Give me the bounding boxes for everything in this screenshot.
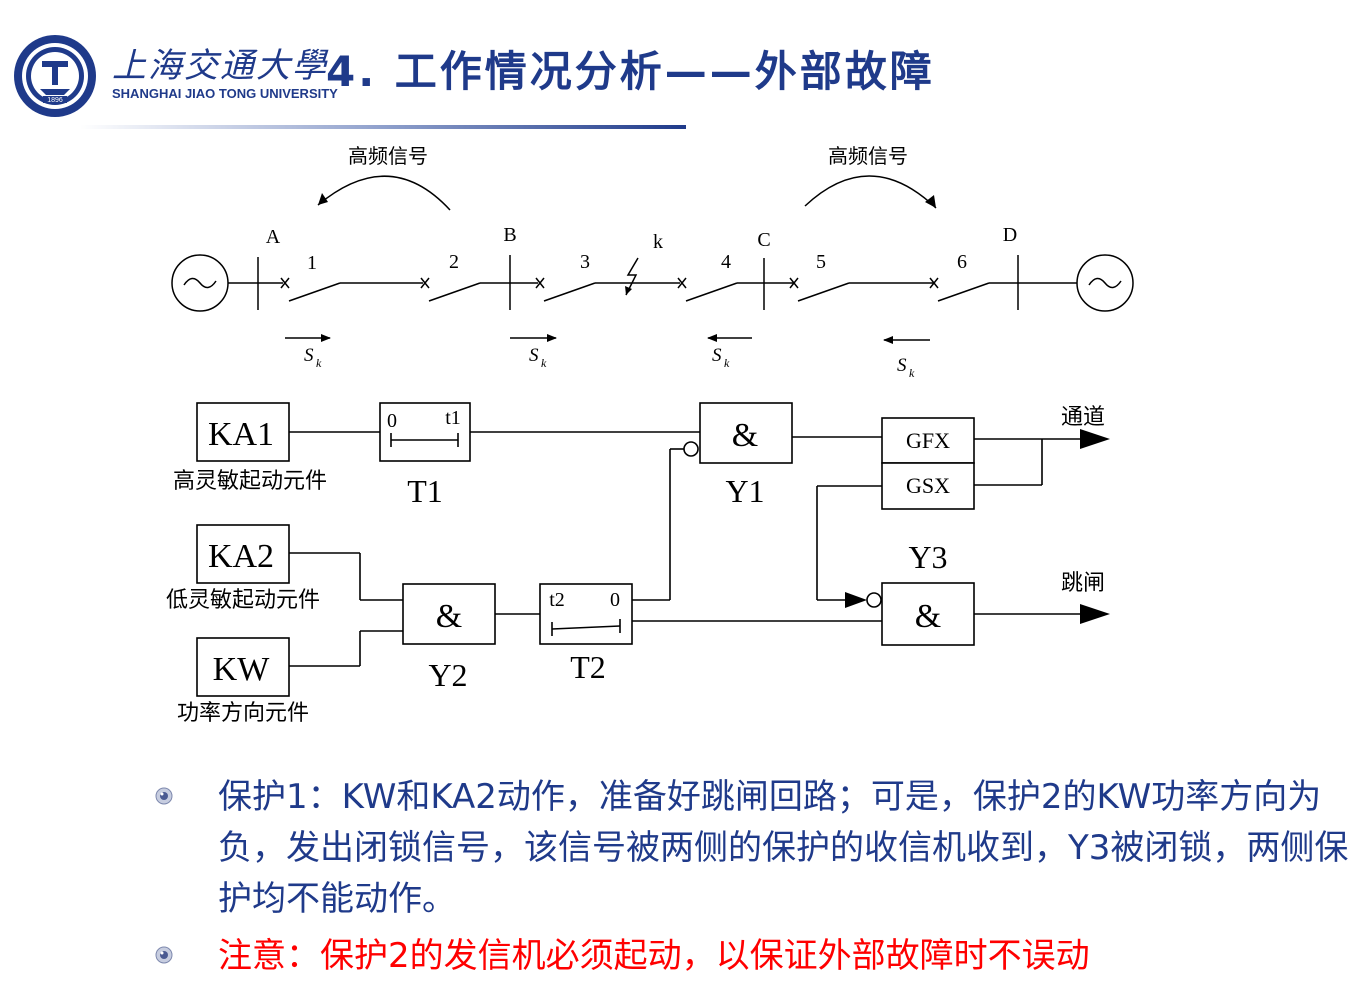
logic-diagram [196,402,1110,697]
power-flow-label-2: S k [529,345,547,370]
breaker-label-4: 4 [721,251,731,273]
breaker-label-6: 6 [957,251,967,273]
bus-label-a: A [266,226,281,248]
breaker-label-3: 3 [580,251,590,273]
logo-chinese-name: 上海交通大學 [112,46,328,86]
source-right-icon [1076,254,1134,312]
kw-box [196,637,290,697]
bullet-sphere-icon [155,787,173,805]
bullet-text-1: 保护1：KW和KA2动作，准备好跳闸回路；可是，保护2的KW功率方向为负，发出闭… [218,777,1349,919]
t2-label: T2 [570,649,606,685]
y2-symbol: & [436,598,462,635]
hf-signal-arrow-left [317,175,451,211]
header: 1896 上海交通大學 SHANGHAI JIAO TONG UNIVERSIT… [0,0,1365,135]
y3-inverting-input [866,592,882,608]
transmission-line-diagram [171,175,1134,344]
university-seal-icon: 1896 [14,35,96,117]
gsx-label: GSX [906,473,950,498]
y1-inverting-input [683,441,699,457]
trip-output-arrow-icon [1080,604,1110,624]
channel-output-arrow-icon [1080,429,1110,449]
source-left-icon [171,254,229,312]
power-flow-sub: k [541,356,547,370]
logo-english-name: SHANGHAI JIAO TONG UNIVERSITY [112,86,338,101]
bullet-list: 保护1：KW和KA2动作，准备好跳闸回路；可是，保护2的KW功率方向为负，发出闭… [150,772,1350,988]
y3-and-gate [881,582,975,646]
fault-label: k [653,231,663,253]
ka1-label: KA1 [208,416,274,453]
page-title: 4. 工作情况分析——外部故障 [326,47,935,96]
t2-right-time: 0 [610,589,620,611]
channel-output-label: 通道 [1061,405,1105,430]
power-flow-sub: k [909,366,915,380]
title-underline [80,125,686,129]
seal-year: 1896 [47,97,63,104]
gfx-label: GFX [906,428,950,453]
power-flow-label-4: S k [897,355,915,380]
ka2-label: KA2 [208,538,274,575]
breaker-label-1: 1 [307,252,317,274]
power-flow-s: S [304,345,314,366]
t1-left-time: 0 [387,410,397,432]
bus-label-c: C [757,229,770,251]
bullet-item-2: 注意：保护2的发信机必须起动，以保证外部故障时不误动 [150,931,1350,982]
hf-signal-arrow-right [804,175,937,209]
y1-and-gate [699,402,793,464]
y3-symbol: & [915,598,941,635]
power-flow-sub: k [316,356,322,370]
hf-signal-label-left: 高频信号 [348,144,428,168]
y3-label: Y3 [908,539,947,575]
t2-left-time: t2 [549,589,565,611]
t1-label: T1 [407,473,443,509]
y1-symbol: & [732,417,758,454]
power-flow-s: S [529,345,539,366]
ka1-box [196,402,290,462]
kw-desc: 功率方向元件 [177,701,309,726]
y2-and-gate [402,583,496,645]
y3-input-arrow-icon [845,592,867,608]
power-flow-label-1: S k [304,345,322,370]
t1-timer-box [379,402,471,462]
t1-right-time: t1 [445,407,461,429]
breaker-label-5: 5 [816,251,826,273]
bullet-sphere-icon [155,946,173,964]
ka1-desc: 高灵敏起动元件 [173,469,327,494]
ka2-desc: 低灵敏起动元件 [166,588,320,613]
bus-label-b: B [503,224,516,246]
bullet-text-2: 注意：保护2的发信机必须起动，以保证外部故障时不误动 [218,936,1090,976]
trip-output-label: 跳闸 [1061,571,1105,596]
ka2-box [196,524,290,584]
y2-label: Y2 [428,657,467,693]
t2-timer-box [539,583,633,645]
power-flow-sub: k [724,356,730,370]
power-flow-s: S [712,345,722,366]
power-flow-s: S [897,355,907,376]
fault-bolt-icon [625,257,639,296]
power-flow-label-3: S k [712,345,730,370]
y1-label: Y1 [725,473,764,509]
hf-signal-label-right: 高频信号 [828,144,908,168]
bus-label-d: D [1003,224,1017,246]
kw-label: KW [213,651,271,688]
breaker-label-2: 2 [449,251,459,273]
protection-diagram: 高频信号 高频信号 A B C D 1 2 3 4 5 6 k S k S k … [166,144,1134,726]
bullet-item-1: 保护1：KW和KA2动作，准备好跳闸回路；可是，保护2的KW功率方向为负，发出闭… [150,772,1350,925]
gfx-box [881,417,975,464]
